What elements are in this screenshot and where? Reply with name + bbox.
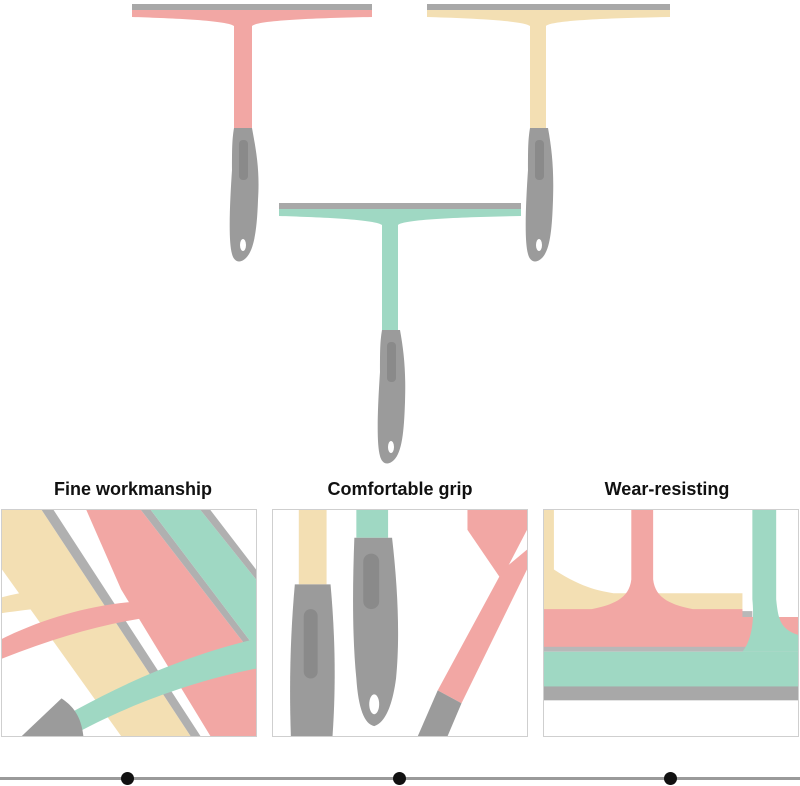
feature-title-2: Comfortable grip — [327, 479, 473, 499]
feature-panel-2 — [272, 509, 528, 737]
feature-panel-1 — [1, 509, 257, 737]
closeup-grip — [290, 510, 527, 736]
feature-panel-3 — [543, 509, 799, 737]
closeup-wear — [544, 510, 798, 701]
timeline-dot-1 — [121, 772, 134, 785]
timeline-dot-2 — [393, 772, 406, 785]
pink-squeegee — [132, 4, 372, 262]
timeline-dot-3 — [664, 772, 677, 785]
closeup-workmanship — [2, 510, 256, 736]
feature-title-3: Wear-resisting — [604, 479, 730, 499]
mint-squeegee — [279, 203, 521, 464]
feature-title-1: Fine workmanship — [53, 479, 213, 499]
hero-squeegees — [132, 4, 670, 464]
cream-squeegee — [427, 4, 670, 262]
timeline-divider — [0, 772, 800, 786]
